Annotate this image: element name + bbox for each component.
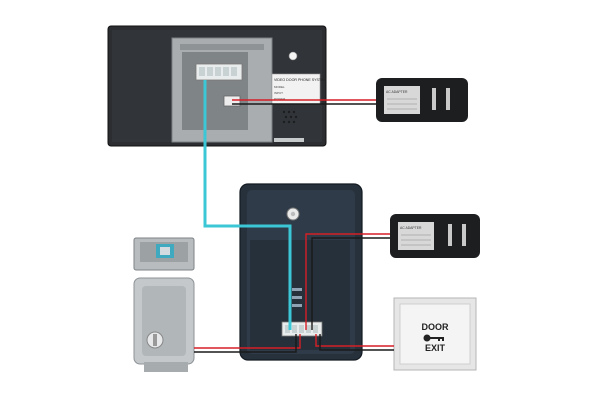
lock-power-wire-negative [311,237,390,330]
exit-button-word-top: DOOR [422,322,450,332]
key-icon [423,334,444,342]
adapter-plug-prong [446,88,450,110]
outdoor-camera-unit [239,183,363,361]
power-adapter-top: AC ADAPTER [376,78,468,122]
lock-wire-negative [194,334,297,353]
monitor-label-title: VIDEO DOOR PHONE SYSTEM [274,78,327,82]
exit-wire-positive [315,334,394,347]
monitor-speaker-grille [282,110,298,124]
exit-wire-negative [319,334,394,351]
adapter-plug-prong [448,224,452,246]
monitor-label-line: POWER [274,97,286,101]
adapter-plug-prong [432,88,436,110]
adapter-label: AC ADAPTER [400,226,422,230]
monitor-label-sticker [271,73,321,105]
outdoor-vent-slot [292,304,302,307]
monitor-dc-jack [223,95,241,107]
monitor-label-line: INPUT [274,91,283,95]
monitor-label-line: MODEL [274,85,285,89]
outdoor-vent-slot [292,288,302,291]
exit-button: DOOR EXIT [393,297,477,371]
indoor-monitor: VIDEO DOOR PHONE SYSTEM MODEL INPUT POWE… [107,25,327,147]
exit-button-word-bottom: EXIT [425,343,446,353]
electric-lock [133,237,195,372]
adapter-plug-prong [462,224,466,246]
power-adapter-middle: AC ADAPTER [390,214,480,258]
adapter-label: AC ADAPTER [386,90,408,94]
video-cable [203,80,292,330]
lock-power-wire-positive [305,233,390,330]
outdoor-vent-slot [292,296,302,299]
lock-wire-positive [194,334,301,349]
